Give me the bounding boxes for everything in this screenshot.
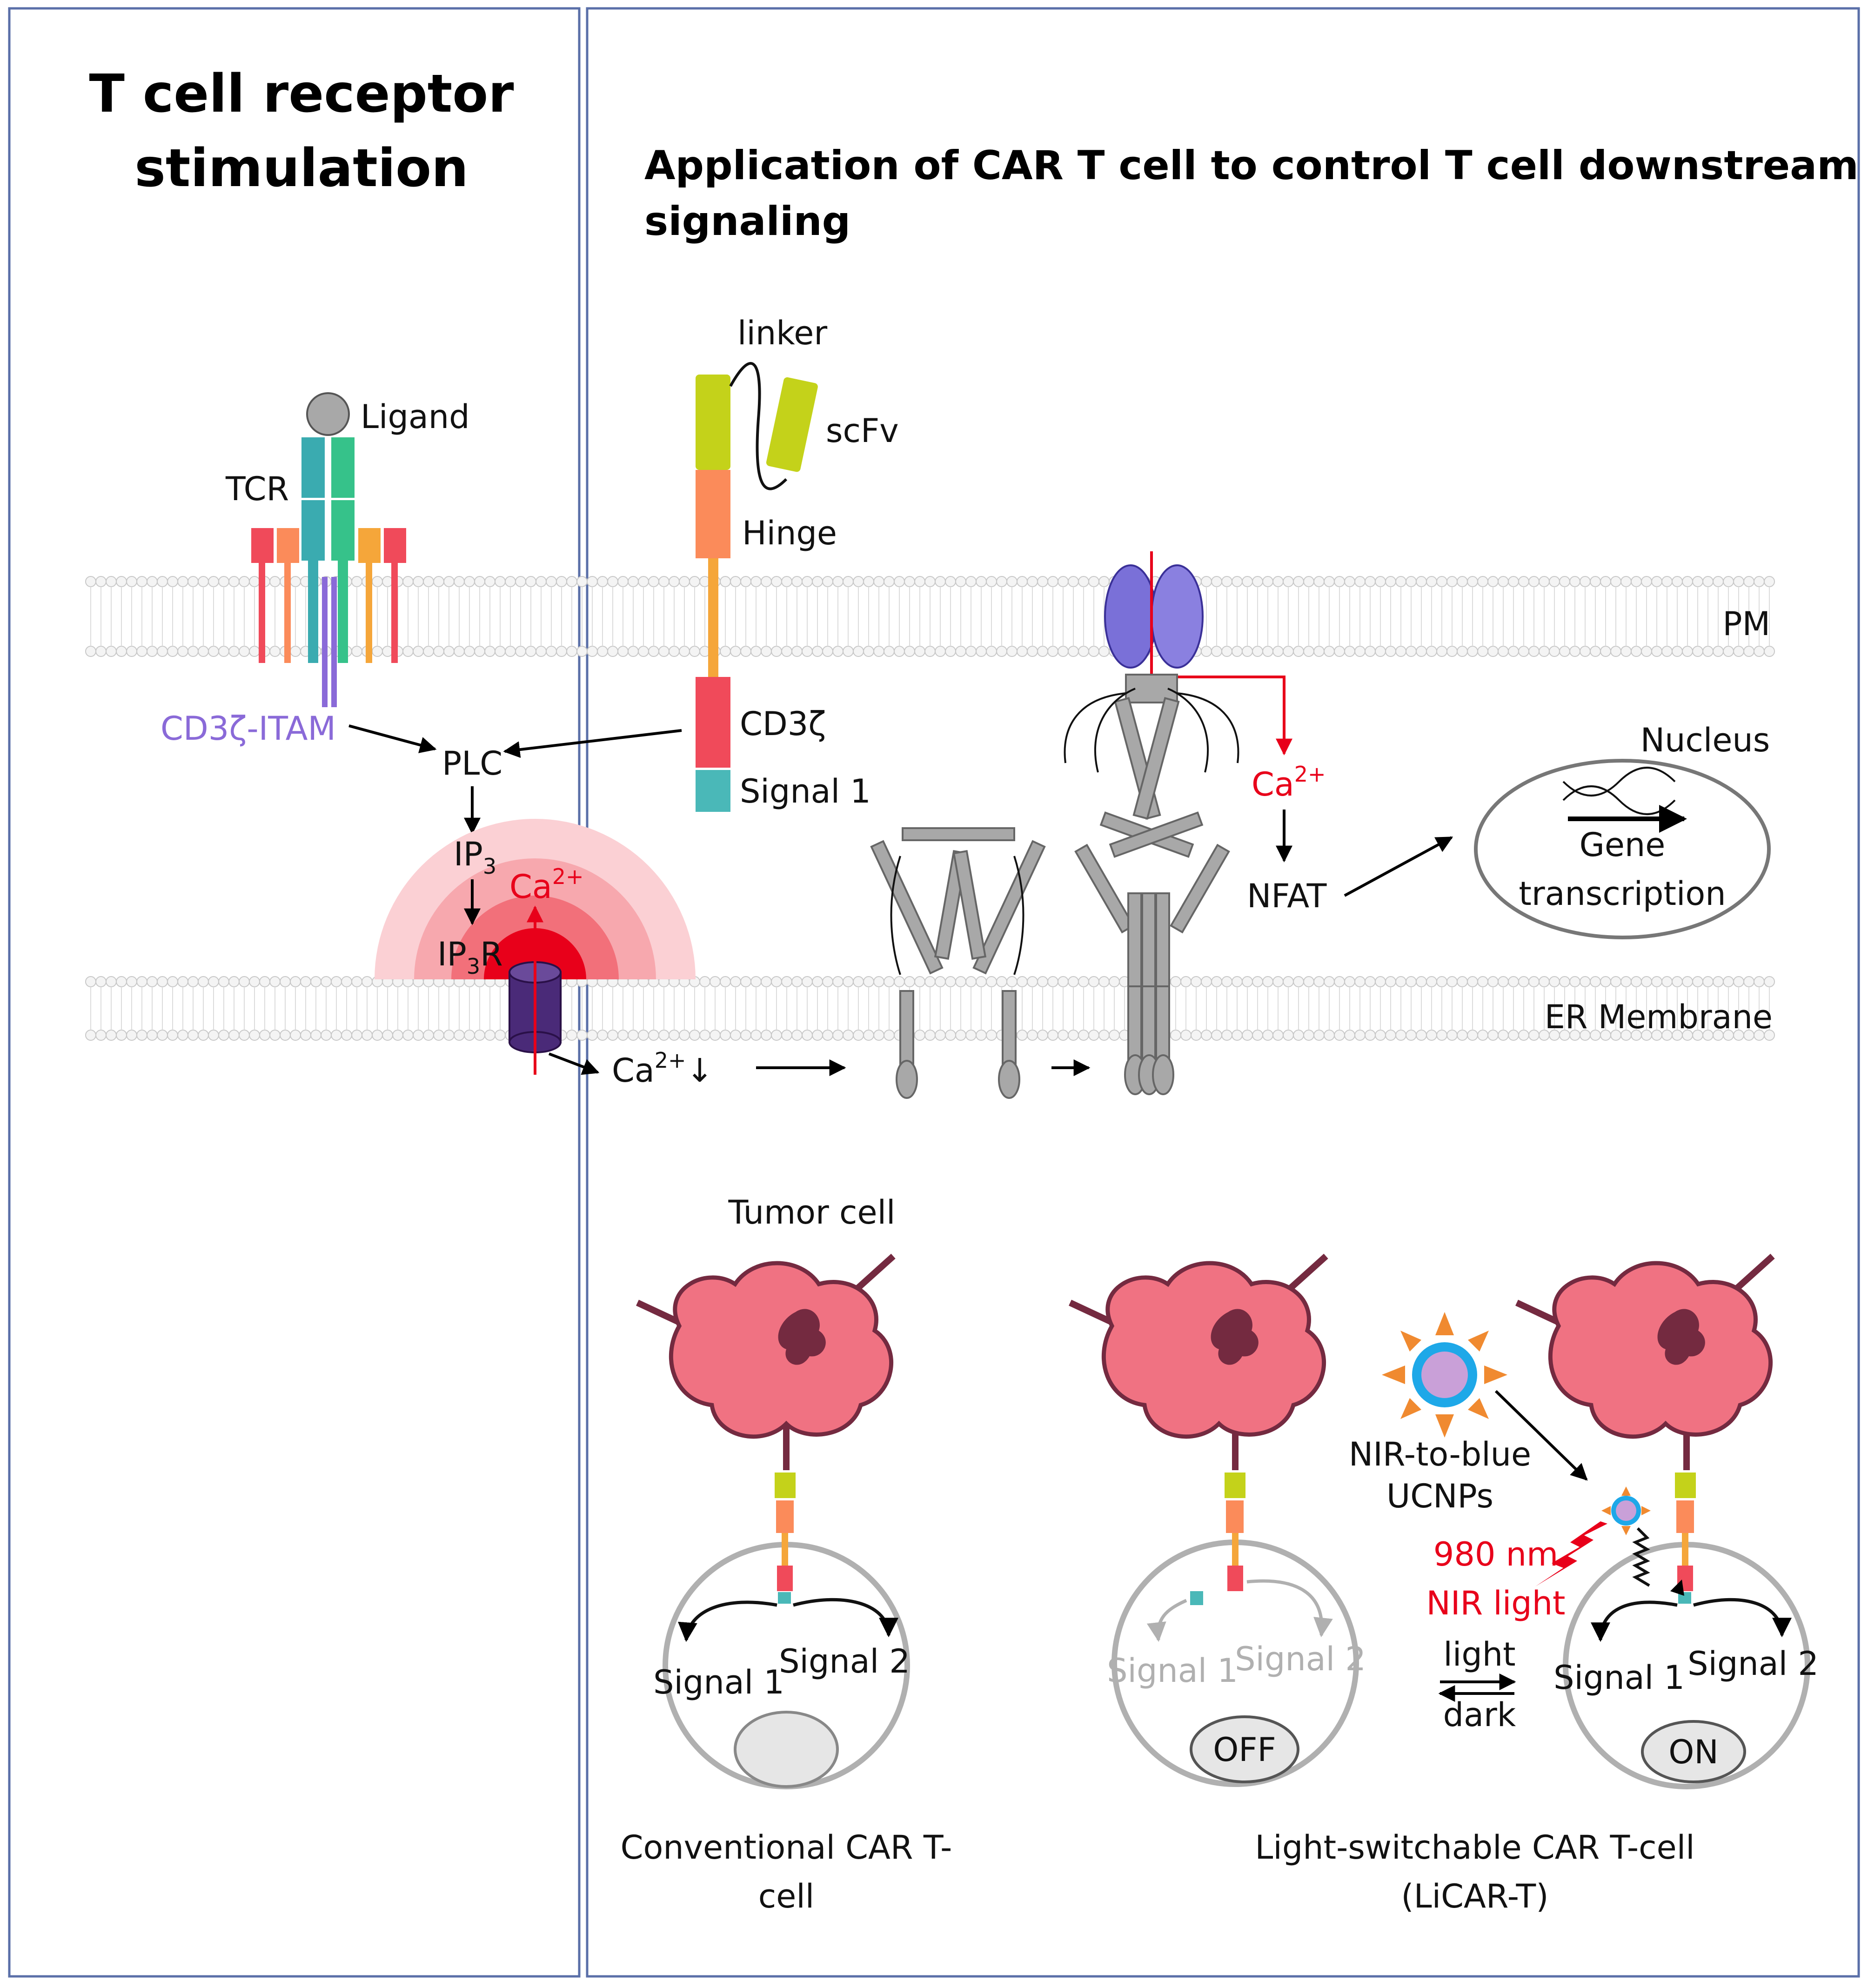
ucnp-large-icon: [1382, 1312, 1507, 1438]
scfv-vl-domain: [766, 377, 818, 472]
ip3r-label: IP3R: [437, 935, 503, 979]
conventional-car-t-cell: [663, 1473, 910, 1789]
nfat-label: NFAT: [1247, 877, 1327, 915]
car-construct: [696, 362, 818, 812]
tumor-cell-label: Tumor cell: [728, 1193, 896, 1232]
nucleus-label: Nucleus: [1640, 721, 1770, 759]
left-title-line2: stimulation: [134, 138, 469, 199]
light-label: light: [1443, 1635, 1515, 1673]
conventional-caption-line1: Conventional CAR T-: [621, 1828, 952, 1867]
stim-orai-complex: [1074, 674, 1230, 1095]
ucnp-to-cell-arrow: [1494, 1390, 1588, 1481]
stim-resting-tail-right: [1013, 856, 1024, 975]
car-signal1-label: Signal 1: [740, 772, 871, 810]
on-signal1-label: Signal 1: [1553, 1659, 1685, 1697]
right-title-line2: signaling: [644, 198, 850, 245]
linker-line: [729, 362, 788, 490]
tumor-cell-2: [1069, 1253, 1328, 1470]
energy-transfer-zigzag: [1632, 1527, 1650, 1587]
nfat-to-nucleus-arrow: [1344, 836, 1453, 897]
cd3z-label: CD3ζ: [740, 705, 826, 743]
er-calcium-deplete-label: Ca2+↓: [612, 1048, 713, 1090]
zigzag-arrowhead: [1670, 1580, 1684, 1596]
orai-calcium-influx-arrow: [1152, 676, 1292, 756]
stim-arc-3: [1177, 692, 1239, 763]
right-title-line1: Application of CAR T cell to control T c…: [644, 142, 1859, 189]
ucnp-label-line2: UCNPs: [1386, 1477, 1493, 1515]
hinge-domain: [696, 470, 730, 558]
cd3-itam-label: CD3ζ-ITAM: [161, 710, 336, 748]
scfv-vh-domain: [696, 375, 730, 470]
plasma-membrane: [85, 576, 1775, 657]
conventional-caption-line2: cell: [758, 1877, 814, 1915]
tumor-cell-3: [1515, 1253, 1775, 1470]
scfv-label: scFv: [826, 412, 899, 450]
licar-t-cell-on: [1563, 1473, 1810, 1789]
licar-t-cell-off: [1111, 1473, 1359, 1787]
nir-label-line2: NIR light: [1426, 1584, 1565, 1622]
left-calcium-label: Ca2+: [509, 864, 584, 906]
tcr-complex: [251, 392, 406, 707]
stim-arc-1: [1064, 692, 1126, 763]
signal1-domain: [696, 770, 730, 812]
dna-icon: [1562, 767, 1676, 815]
er-calcium-out-arrow: [548, 1052, 600, 1075]
tumor-cell-1: [636, 1253, 896, 1470]
hinge-label: Hinge: [742, 514, 837, 552]
nir-label-line1: 980 nm: [1433, 1535, 1558, 1573]
licar-caption-line1: Light-switchable CAR T-cell: [1255, 1828, 1694, 1867]
transmembrane-domain: [708, 558, 718, 677]
ucnp-label-line1: NIR-to-blue: [1349, 1435, 1531, 1473]
pm-label: PM: [1722, 605, 1770, 643]
licar-caption-line2: (LiCAR-T): [1401, 1877, 1548, 1915]
off-signal2-label: Signal 2: [1235, 1640, 1366, 1678]
linker-label: linker: [737, 314, 827, 352]
itam-to-plc-arrow: [348, 724, 437, 753]
nir-lightning-icon: [1535, 1521, 1607, 1586]
er-label: ER Membrane: [1545, 998, 1773, 1036]
left-title-line1: T cell receptor: [89, 64, 514, 124]
conventional-signal2-label: Signal 2: [779, 1642, 910, 1680]
tcr-label: TCR: [225, 470, 289, 508]
orai-channel: [1104, 551, 1204, 679]
off-signal1-label: Signal 1: [1107, 1652, 1238, 1690]
ucnp-small-icon: [1601, 1486, 1651, 1535]
off-label: OFF: [1213, 1731, 1276, 1769]
left-panel-border: [8, 7, 581, 1978]
stim-resting-tail-left: [890, 856, 901, 975]
right-panel-border: [586, 7, 1860, 1978]
er-membrane: [85, 976, 1775, 1041]
gene-label-line1: Gene: [1580, 826, 1666, 864]
gene-label-line2: transcription: [1519, 875, 1726, 913]
stim-arc-4: [1167, 688, 1209, 773]
nucleus-shape: [1474, 759, 1771, 939]
cytosol-calcium-label: Ca2+: [1252, 762, 1326, 803]
stim-resting: [870, 827, 1046, 1099]
cd3z-to-plc-arrow: [503, 729, 682, 758]
plc-label: PLC: [442, 744, 502, 783]
stim-arc-2: [1094, 688, 1136, 773]
cd3z-domain: [696, 677, 730, 768]
ip3-label: IP3: [454, 835, 496, 879]
on-label: ON: [1668, 1733, 1718, 1771]
dark-label: dark: [1443, 1696, 1516, 1734]
ligand-label: Ligand: [361, 398, 470, 436]
conventional-signal1-label: Signal 1: [653, 1663, 784, 1701]
ligand-icon: [306, 392, 350, 436]
ip3r-channel: [509, 954, 562, 1075]
on-signal2-label: Signal 2: [1687, 1645, 1819, 1683]
